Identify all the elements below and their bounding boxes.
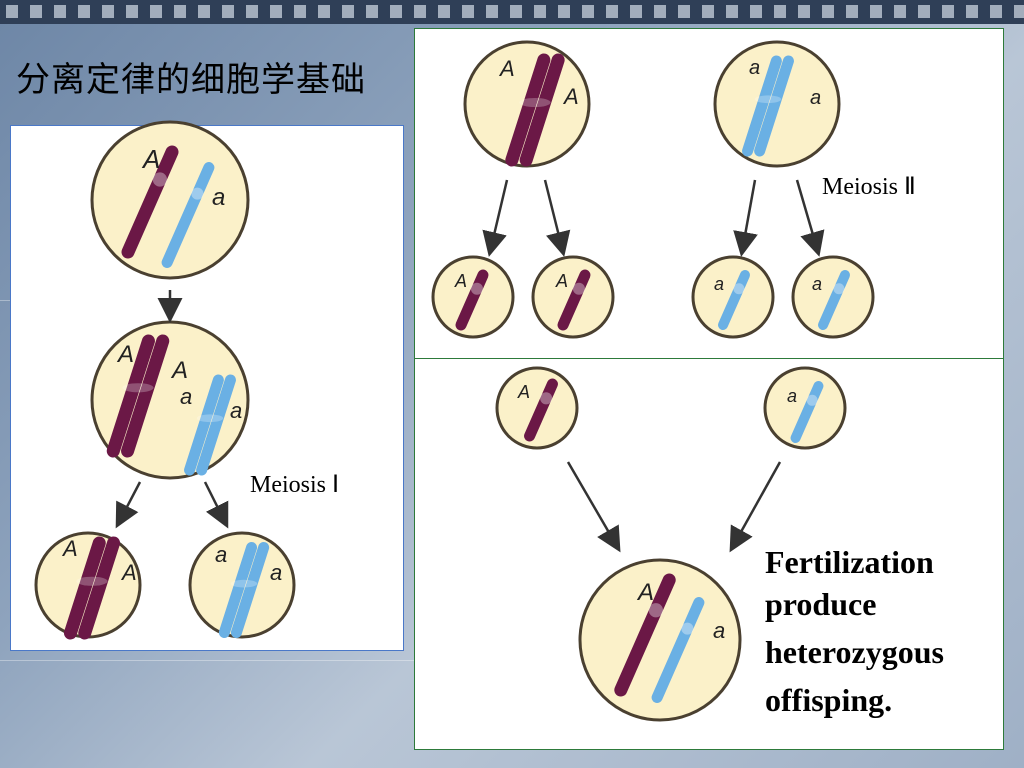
arrow — [115, 481, 142, 529]
allele-label: a — [180, 384, 192, 409]
fertilization-text-line: Fertilization — [765, 544, 934, 580]
arrow — [729, 461, 782, 553]
meiosis-2-parent-cell: aa — [713, 40, 841, 168]
arrow — [543, 179, 571, 257]
allele-label: A — [562, 84, 579, 109]
arrow — [795, 179, 825, 257]
slide-title: 分离定律的细胞学基础 — [16, 60, 366, 100]
fertilization-text-line: produce — [765, 586, 877, 622]
allele-label: a — [810, 87, 821, 109]
allele-label: a — [230, 398, 242, 423]
gamete-cell: A — [431, 255, 515, 339]
allele-label: a — [215, 542, 227, 567]
allele-label: A — [498, 56, 515, 81]
meiosis-1-daughter-cell: AA — [34, 531, 142, 640]
arrow — [566, 461, 621, 553]
gamete-cell: A — [531, 255, 615, 339]
fertilization-text-line: offisping. — [765, 682, 893, 718]
allele-label: a — [749, 57, 760, 79]
zygote-cell: Aa — [578, 558, 742, 722]
allele-label: A — [116, 341, 134, 368]
allele-label: a — [212, 184, 225, 211]
meiosis-2-label: Meiosis Ⅱ — [822, 174, 916, 200]
film-strip-decoration — [0, 0, 1024, 24]
meiosis-1-daughter-cell: aa — [188, 531, 296, 639]
allele-label: A — [170, 357, 188, 384]
allele-label: A — [141, 144, 160, 174]
allele-label: A — [636, 579, 654, 606]
arrow — [733, 179, 758, 257]
parent-cell: Aa — [90, 120, 250, 280]
allele-label: a — [713, 618, 725, 643]
egg-cell: a — [763, 366, 847, 450]
allele-label: a — [787, 386, 797, 406]
allele-label: A — [61, 536, 78, 561]
arrow — [203, 481, 229, 529]
allele-label: a — [812, 274, 822, 294]
arrow — [482, 179, 509, 257]
background-line — [0, 660, 414, 661]
allele-label: A — [555, 271, 568, 291]
meiosis-2-parent-cell: AA — [463, 40, 591, 168]
sperm-cell: A — [495, 366, 579, 450]
gamete-cell: a — [791, 255, 875, 339]
allele-label: A — [454, 271, 467, 291]
allele-label: A — [120, 560, 137, 585]
allele-label: a — [270, 560, 282, 585]
fertilization-text-line: heterozygous — [765, 634, 944, 670]
background-line — [0, 300, 10, 301]
meiosis-1-label: Meiosis Ⅰ — [250, 472, 340, 498]
gamete-cell: a — [691, 255, 775, 339]
allele-label: A — [517, 382, 530, 402]
allele-label: a — [714, 274, 724, 294]
duplicated-cell: A Aa a — [90, 320, 250, 480]
